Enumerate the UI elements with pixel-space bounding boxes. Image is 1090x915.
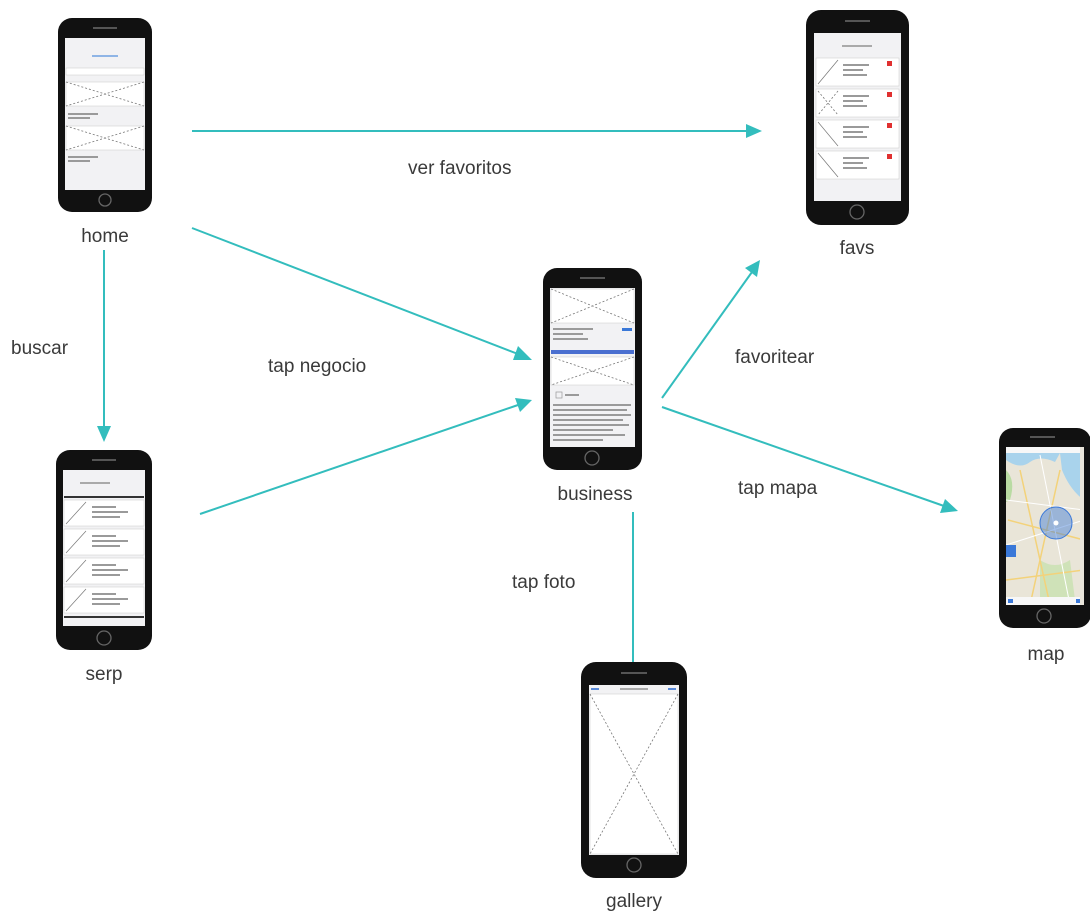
fav-marker-icon bbox=[887, 154, 892, 159]
edge-serp-to-business bbox=[199, 398, 532, 515]
phone-business[interactable] bbox=[543, 268, 642, 470]
phone-gallery[interactable] bbox=[581, 662, 687, 878]
fav-marker-icon bbox=[887, 92, 892, 97]
edge-home-to-business bbox=[191, 227, 532, 360]
arrowhead-icon bbox=[513, 346, 532, 360]
phone-serp[interactable] bbox=[56, 450, 152, 650]
arrowhead-icon bbox=[97, 426, 111, 442]
edge-label-buscar: buscar bbox=[11, 338, 69, 359]
edge-label-tap-mapa: tap mapa bbox=[738, 478, 818, 499]
edge-label-tap-negocio: tap negocio bbox=[268, 356, 366, 377]
edge-business-to-favs bbox=[661, 260, 760, 399]
node-label-home: home bbox=[81, 226, 129, 247]
fav-marker-icon bbox=[887, 123, 892, 128]
arrowhead-icon bbox=[515, 398, 532, 412]
node-label-gallery: gallery bbox=[606, 891, 662, 912]
edge-home-to-serp bbox=[97, 250, 111, 442]
map-pin-icon bbox=[1006, 545, 1016, 557]
phone-map[interactable] bbox=[999, 428, 1090, 628]
phone-favs[interactable] bbox=[806, 10, 909, 225]
fav-marker-icon bbox=[887, 61, 892, 66]
arrowhead-icon bbox=[746, 124, 762, 138]
edge-label-ver-favoritos: ver favoritos bbox=[408, 158, 511, 179]
node-label-favs: favs bbox=[840, 238, 875, 259]
edge-label-tap-foto: tap foto bbox=[512, 572, 575, 593]
node-label-business: business bbox=[558, 484, 633, 505]
node-label-map: map bbox=[1028, 644, 1065, 665]
edge-business-to-map bbox=[661, 406, 958, 513]
edge-home-to-favs bbox=[192, 124, 762, 138]
arrowhead-icon bbox=[745, 260, 760, 277]
node-label-serp: serp bbox=[86, 664, 123, 685]
phone-home[interactable] bbox=[58, 18, 152, 212]
edge-label-favoritear: favoritear bbox=[735, 347, 815, 368]
edge-business-to-gallery bbox=[626, 512, 640, 684]
arrowhead-icon bbox=[940, 499, 958, 513]
map-view bbox=[1006, 447, 1080, 605]
